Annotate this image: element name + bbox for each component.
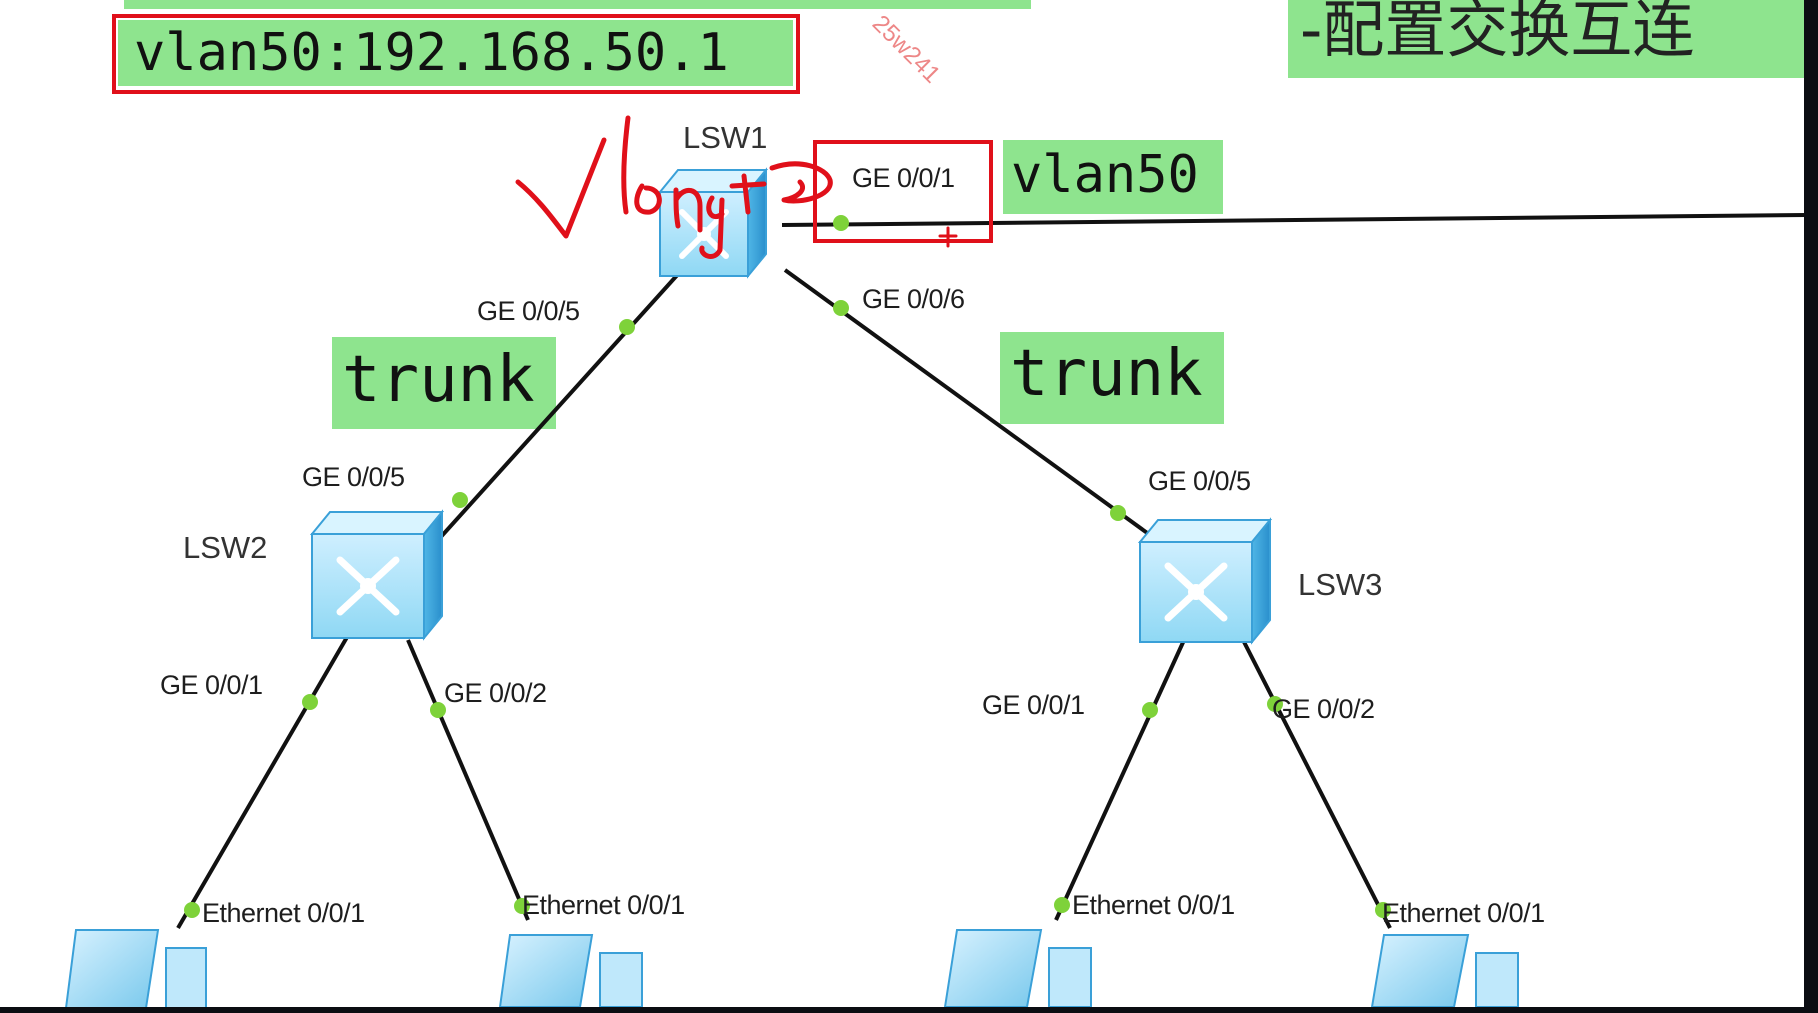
port-dot (1110, 505, 1126, 521)
port-label: GE 0/0/5 (302, 462, 405, 492)
port-label: GE 0/0/5 (1148, 466, 1251, 496)
port-dot (1267, 696, 1283, 712)
port-label: GE 0/0/2 (1272, 694, 1375, 724)
port-label: GE 0/0/1 (982, 690, 1085, 720)
port-dot (1142, 702, 1158, 718)
uplink-vlan-label: vlan50 (1003, 140, 1223, 214)
window-frame-right (1804, 0, 1818, 1013)
port-label: Ethernet 0/0/1 (202, 898, 365, 928)
uplink-port-highlight-box (813, 140, 993, 243)
switch-icon[interactable] (309, 509, 445, 641)
link-lsw3-pc2 (1240, 637, 1392, 929)
port-label: Ethernet 0/0/1 (1382, 898, 1545, 928)
port-dots (184, 215, 1391, 918)
port-dot (452, 492, 468, 508)
port-label: GE 0/0/2 (444, 678, 547, 708)
port-dot (619, 319, 635, 335)
port-label: GE 0/0/1 (852, 163, 955, 193)
port-label: GE 0/0/1 (160, 670, 263, 700)
switch-icon[interactable] (1137, 517, 1273, 645)
uplink-link (781, 213, 1807, 227)
window-frame-bottom (0, 1007, 1818, 1013)
pc-icon[interactable] (64, 929, 207, 1009)
link-lsw3-pc1 (1054, 637, 1187, 921)
vlan-ip-highlight-box (112, 14, 800, 94)
port-dot (430, 702, 446, 718)
port-dot (833, 300, 849, 316)
port-label: GE 0/0/5 (477, 296, 580, 326)
port-label: Ethernet 0/0/1 (1072, 890, 1235, 920)
port-label: Ethernet 0/0/1 (522, 890, 685, 920)
device-label-lsw3: LSW3 (1298, 567, 1383, 602)
top-banner-strip (124, 0, 1031, 9)
trunk-label-left: trunk (332, 337, 556, 429)
port-dot (514, 898, 530, 914)
port-dot (302, 694, 318, 710)
port-dot (184, 902, 200, 918)
port-label: GE 0/0/6 (862, 284, 965, 314)
pc-icon[interactable] (498, 934, 643, 1008)
link-lsw2-pc1 (176, 630, 352, 930)
title-fragment: -配置交换互连 (1288, 0, 1808, 78)
device-label-lsw2: LSW2 (183, 530, 268, 565)
vlan-ip-label: vlan50:192.168.50.1 (118, 20, 793, 86)
port-dot (1054, 897, 1070, 913)
port-dot (833, 215, 849, 231)
port-dot (1375, 902, 1391, 918)
pc-icon[interactable] (1370, 934, 1519, 1008)
handwritten-vlan-annotation (515, 115, 958, 259)
link-lsw2-pc2 (406, 639, 530, 921)
pc-icon[interactable] (943, 929, 1092, 1008)
device-label-lsw1: LSW1 (683, 120, 768, 155)
link-lsw1-lsw2 (418, 270, 682, 562)
trunk-label-right: trunk (1000, 332, 1224, 424)
